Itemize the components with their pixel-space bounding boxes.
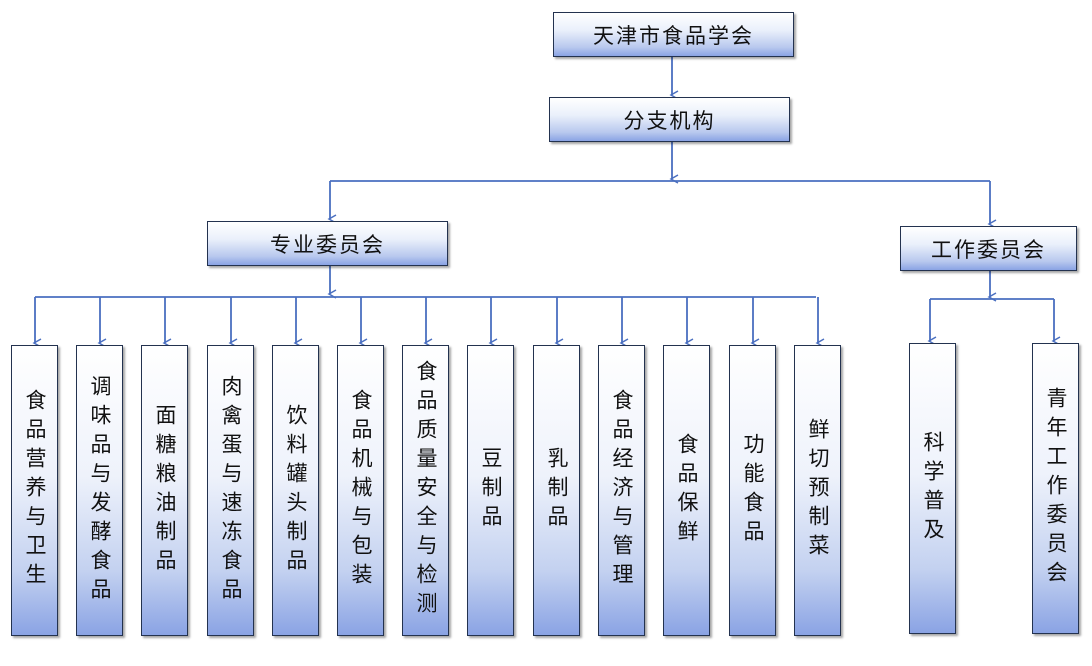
- committee-node: 食品营养与卫生: [11, 345, 58, 636]
- committee-node: 乳制品: [533, 345, 580, 636]
- committee-label: 功能食品: [741, 432, 765, 549]
- root-node: 天津市食品学会: [553, 12, 794, 57]
- committee-label: 调味品与发酵食品: [88, 374, 112, 607]
- committee-node: 食品机械与包装: [337, 345, 384, 636]
- committee-label: 青年工作委员会: [1044, 387, 1068, 590]
- committee-label: 食品机械与包装: [349, 389, 373, 592]
- committee-node: 食品经济与管理: [598, 345, 645, 636]
- work-committee-node: 青年工作委员会: [1032, 343, 1079, 634]
- group-node-work: 工作委员会: [900, 226, 1077, 271]
- committee-label: 面糖粮油制品: [153, 403, 177, 578]
- work-committee-node: 科学普及: [909, 343, 956, 634]
- committee-node: 功能食品: [729, 345, 776, 636]
- committee-label: 食品营养与卫生: [23, 389, 47, 592]
- committee-label: 乳制品: [545, 447, 569, 534]
- committee-label: 饮料罐头制品: [284, 403, 308, 578]
- committee-label: 豆制品: [479, 447, 503, 534]
- committee-node: 饮料罐头制品: [272, 345, 319, 636]
- committee-label: 肉禽蛋与速冻食品: [219, 374, 243, 607]
- committee-node: 面糖粮油制品: [141, 345, 188, 636]
- committee-label: 食品质量安全与检测: [414, 360, 438, 621]
- committee-node: 鲜切预制菜: [794, 345, 841, 636]
- branch-node: 分支机构: [549, 97, 790, 142]
- committee-node: 豆制品: [467, 345, 514, 636]
- committee-node: 食品质量安全与检测: [402, 345, 449, 636]
- committee-node: 食品保鲜: [663, 345, 710, 636]
- committee-node: 调味品与发酵食品: [76, 345, 123, 636]
- group-node-professional: 专业委员会: [207, 221, 448, 266]
- committee-node: 肉禽蛋与速冻食品: [207, 345, 254, 636]
- committee-label: 食品保鲜: [675, 432, 699, 549]
- committee-label: 食品经济与管理: [610, 389, 634, 592]
- committee-label: 鲜切预制菜: [806, 418, 830, 563]
- committee-label: 科学普及: [921, 430, 945, 547]
